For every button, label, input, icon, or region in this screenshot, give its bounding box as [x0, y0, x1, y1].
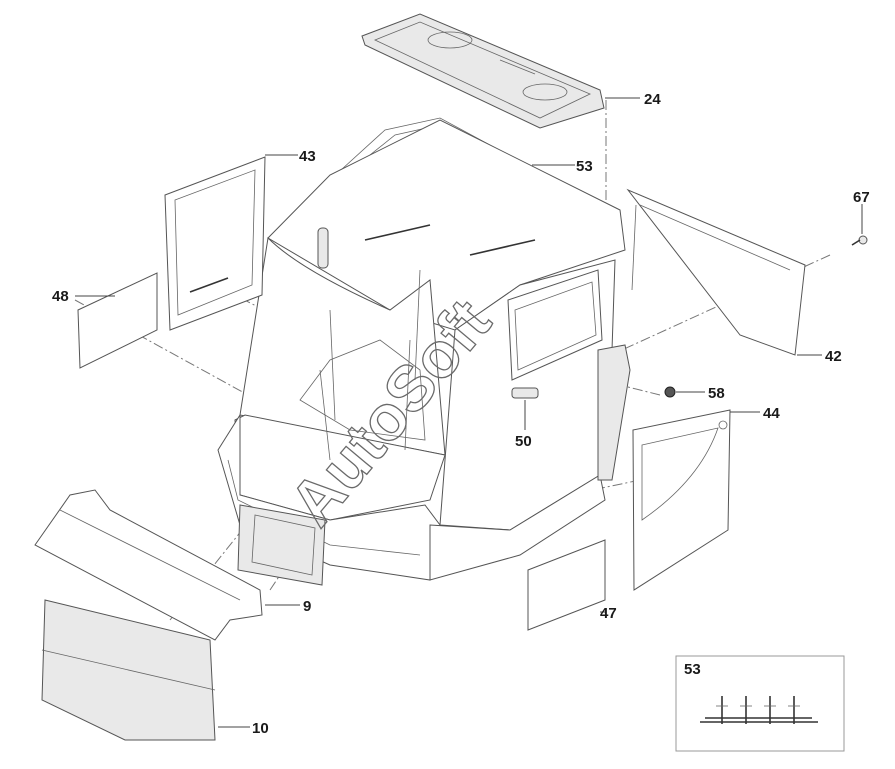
door-panel-part-44: [632, 409, 731, 591]
callout-48: 48: [52, 288, 69, 305]
washer-part-58: [664, 386, 676, 398]
roof-panel-part-24: [361, 13, 605, 129]
detail-inset: 53: [675, 655, 845, 752]
callout-labels: 24 43 53 67 48 42 58 44 50 9 47 10: [52, 91, 870, 737]
rear-window-part-42: [626, 188, 806, 356]
callout-9: 9: [303, 598, 311, 615]
leader-lines: [75, 97, 863, 728]
callout-24: 24: [644, 91, 661, 108]
front-grille-part-9: [237, 504, 326, 586]
side-window-part-43: [164, 156, 266, 331]
inset-label: 53: [684, 661, 701, 678]
front-bumper-part-10: [34, 489, 263, 741]
callout-58: 58: [708, 385, 725, 402]
bolt-part-67: [851, 235, 868, 246]
callout-50: 50: [515, 433, 532, 450]
lower-panel-part-47: [527, 539, 606, 631]
callout-10: 10: [252, 720, 269, 737]
callout-42: 42: [825, 348, 842, 365]
callout-43: 43: [299, 148, 316, 165]
side-panel-part-48: [77, 272, 158, 369]
callout-67: 67: [853, 189, 870, 206]
callout-53: 53: [576, 158, 593, 175]
inset-rail-detail: [700, 696, 818, 724]
callout-47: 47: [600, 605, 617, 622]
callout-44: 44: [763, 405, 780, 422]
inset-frame: [675, 655, 845, 752]
